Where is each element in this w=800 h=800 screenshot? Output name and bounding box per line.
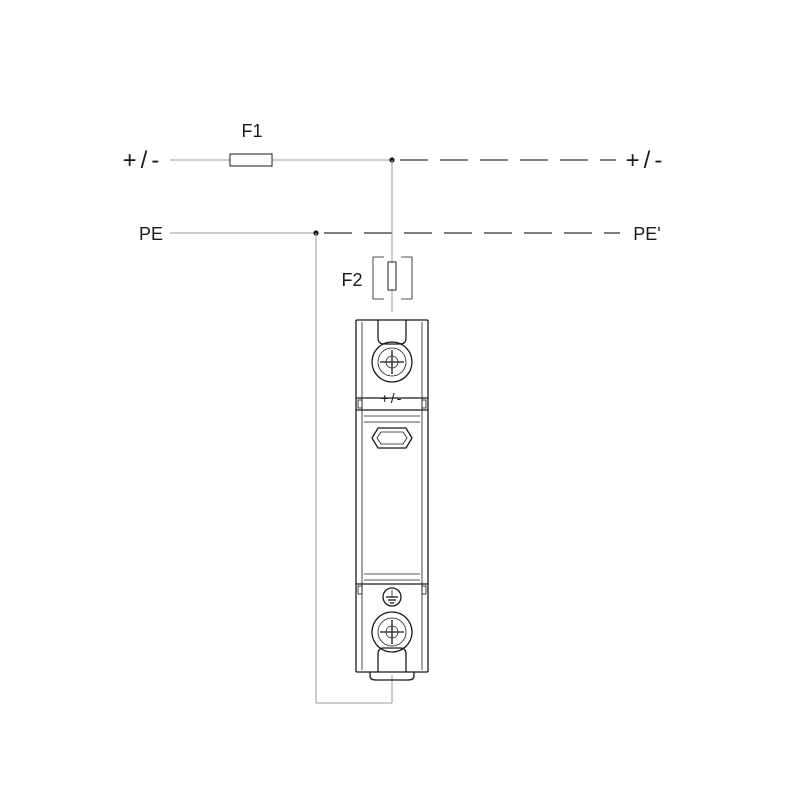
label-f2: F2 <box>341 270 362 290</box>
label-line-left: +/- <box>123 147 164 174</box>
label-pe-left: PE <box>139 224 163 244</box>
pe-conductor <box>170 230 620 236</box>
status-window <box>371 427 413 449</box>
label-pe-right: PE' <box>633 224 660 244</box>
label-device-terminal: +/- <box>381 390 404 406</box>
screw-terminal-icon <box>371 341 413 383</box>
label-f1: F1 <box>241 121 262 141</box>
label-line-right: +/- <box>626 147 667 174</box>
protective-earth-icon <box>382 587 402 607</box>
fuse-f1 <box>229 153 273 167</box>
screw-terminal-icon <box>371 611 413 653</box>
line-conductor <box>170 157 616 163</box>
fuse-f2 <box>372 256 413 300</box>
surge-protection-device <box>355 319 429 681</box>
